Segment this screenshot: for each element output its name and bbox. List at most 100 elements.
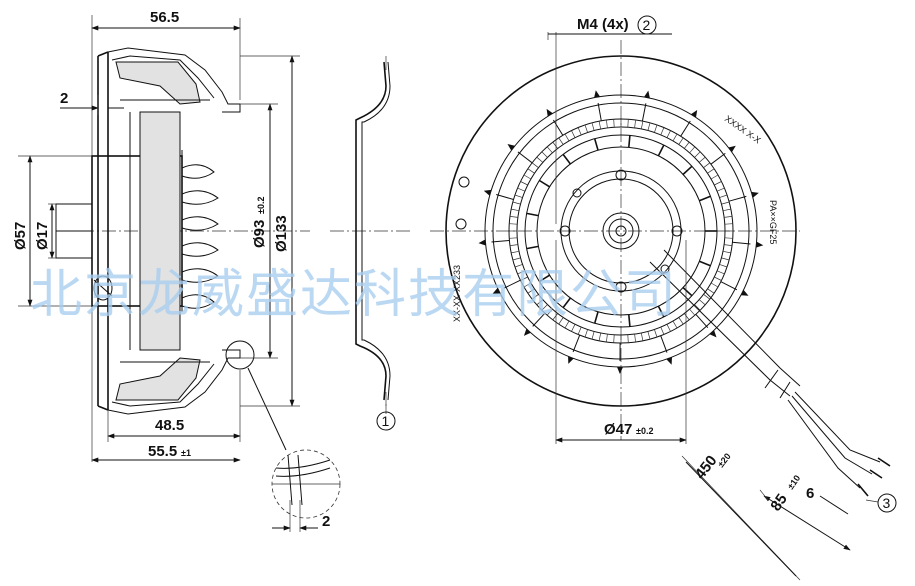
dim-width-overall: 56.5 bbox=[150, 9, 179, 26]
stamp-right: PA××GF25 bbox=[768, 200, 778, 244]
ring-tick bbox=[546, 308, 553, 316]
blade-line bbox=[641, 103, 647, 122]
ring-tick bbox=[724, 223, 733, 225]
hub-spoke bbox=[526, 212, 539, 217]
hub-spoke bbox=[699, 195, 711, 202]
hub-spoke bbox=[682, 165, 693, 175]
hub-spoke bbox=[562, 153, 572, 165]
blade-line bbox=[597, 102, 602, 121]
hub-spoke bbox=[628, 314, 631, 327]
blade-tip bbox=[740, 289, 749, 296]
ring-tick bbox=[689, 308, 696, 316]
ring-tick bbox=[678, 317, 684, 325]
blade-line bbox=[695, 313, 709, 329]
thread-spec: M4 (4x) bbox=[577, 16, 629, 33]
ring-tick bbox=[672, 133, 678, 142]
blade-line bbox=[572, 334, 581, 353]
blade-line bbox=[517, 151, 533, 164]
ring-tick bbox=[546, 146, 553, 154]
ring-tick bbox=[577, 326, 582, 335]
callout-2: 2 bbox=[643, 17, 651, 33]
blade-line bbox=[720, 281, 738, 291]
ring-tick bbox=[517, 270, 526, 275]
blade-tip bbox=[507, 144, 515, 151]
ring-tick bbox=[571, 130, 576, 138]
ring-tick bbox=[672, 320, 678, 329]
blade-tip bbox=[483, 189, 492, 196]
hub-spoke bbox=[526, 245, 539, 250]
ring-tick bbox=[613, 119, 615, 128]
ring-tick bbox=[666, 130, 671, 138]
ring-tick bbox=[606, 334, 608, 343]
ring-tick bbox=[703, 162, 711, 168]
blade-tip bbox=[546, 108, 553, 117]
ring-tick bbox=[627, 334, 629, 343]
dim-outer-dia: Ø133 bbox=[273, 215, 290, 252]
ring-tick bbox=[684, 313, 690, 321]
ring-tick bbox=[509, 216, 518, 218]
blade-line bbox=[491, 240, 510, 243]
ring-tick bbox=[527, 168, 535, 174]
ring-tick bbox=[721, 201, 730, 205]
dim-flange: 2 bbox=[60, 90, 68, 107]
dim-impeller-tol: ±0.2 bbox=[256, 197, 266, 214]
ring-tick bbox=[598, 121, 602, 130]
ring-tick bbox=[512, 257, 521, 261]
ring-tick bbox=[509, 244, 518, 246]
blade-tip bbox=[751, 191, 759, 198]
blade-line bbox=[552, 119, 564, 136]
ring-tick bbox=[634, 334, 636, 343]
ring-tick bbox=[517, 187, 526, 192]
ring-tick bbox=[558, 317, 564, 325]
ring-tick bbox=[707, 168, 715, 174]
hub-spoke bbox=[682, 287, 693, 297]
blade-line bbox=[680, 120, 691, 137]
ring-tick bbox=[698, 299, 706, 306]
ring-tick bbox=[694, 304, 701, 311]
ring-tick bbox=[509, 237, 518, 239]
ring-tick bbox=[721, 257, 730, 261]
dim-depth-total-tol: ±1 bbox=[181, 448, 191, 458]
ring-tick bbox=[606, 119, 608, 128]
ring-tick bbox=[640, 332, 644, 341]
stamp-left: XX-XX-XX233 bbox=[452, 265, 462, 322]
ring-tick bbox=[558, 137, 564, 145]
ring-tick bbox=[716, 187, 725, 192]
ring-tick bbox=[531, 162, 539, 168]
dim-bolt-circle-tol: ±0.2 bbox=[636, 426, 653, 436]
side-view: 56.5 2 Ø57 Ø17 Ø93 ±0.2 Ø133 48.5 55.5 bbox=[12, 9, 310, 463]
dim-impeller-dia: Ø93 bbox=[251, 220, 268, 248]
ring-tick bbox=[541, 151, 548, 158]
ring-tick bbox=[698, 156, 706, 163]
ring-tick bbox=[584, 329, 588, 338]
impeller-ticks bbox=[509, 119, 733, 343]
blade-line bbox=[503, 279, 521, 289]
ring-tick bbox=[511, 250, 520, 254]
hub-spoke bbox=[593, 138, 599, 151]
ring-tick bbox=[724, 216, 733, 218]
ring-tick bbox=[724, 244, 733, 246]
ring-tick bbox=[591, 331, 595, 340]
detail-dim-thickness: 2 bbox=[322, 513, 330, 530]
ring-tick bbox=[552, 313, 558, 321]
ring-tick bbox=[523, 174, 532, 180]
ring-tick bbox=[531, 294, 539, 300]
mounting-hole-4 bbox=[615, 281, 627, 293]
hub-spoke bbox=[657, 305, 665, 318]
blade-line bbox=[710, 152, 726, 165]
blade-line bbox=[660, 335, 668, 353]
ring-tick bbox=[564, 320, 570, 329]
ring-tick bbox=[647, 331, 651, 340]
dim-motor-dia: Ø57 bbox=[12, 222, 29, 250]
hub-spoke bbox=[628, 135, 631, 148]
dim-depth-total: 55.5 bbox=[148, 443, 177, 460]
impeller-blades bbox=[478, 90, 764, 374]
ring-tick bbox=[684, 141, 690, 149]
blade-tip bbox=[709, 330, 717, 338]
ring-tick bbox=[647, 122, 651, 131]
mounting-hole-2 bbox=[671, 225, 683, 237]
blade-line bbox=[496, 194, 514, 200]
blade-tip bbox=[523, 328, 531, 336]
ring-tick bbox=[527, 288, 535, 294]
mounting-hole-1 bbox=[559, 225, 571, 237]
